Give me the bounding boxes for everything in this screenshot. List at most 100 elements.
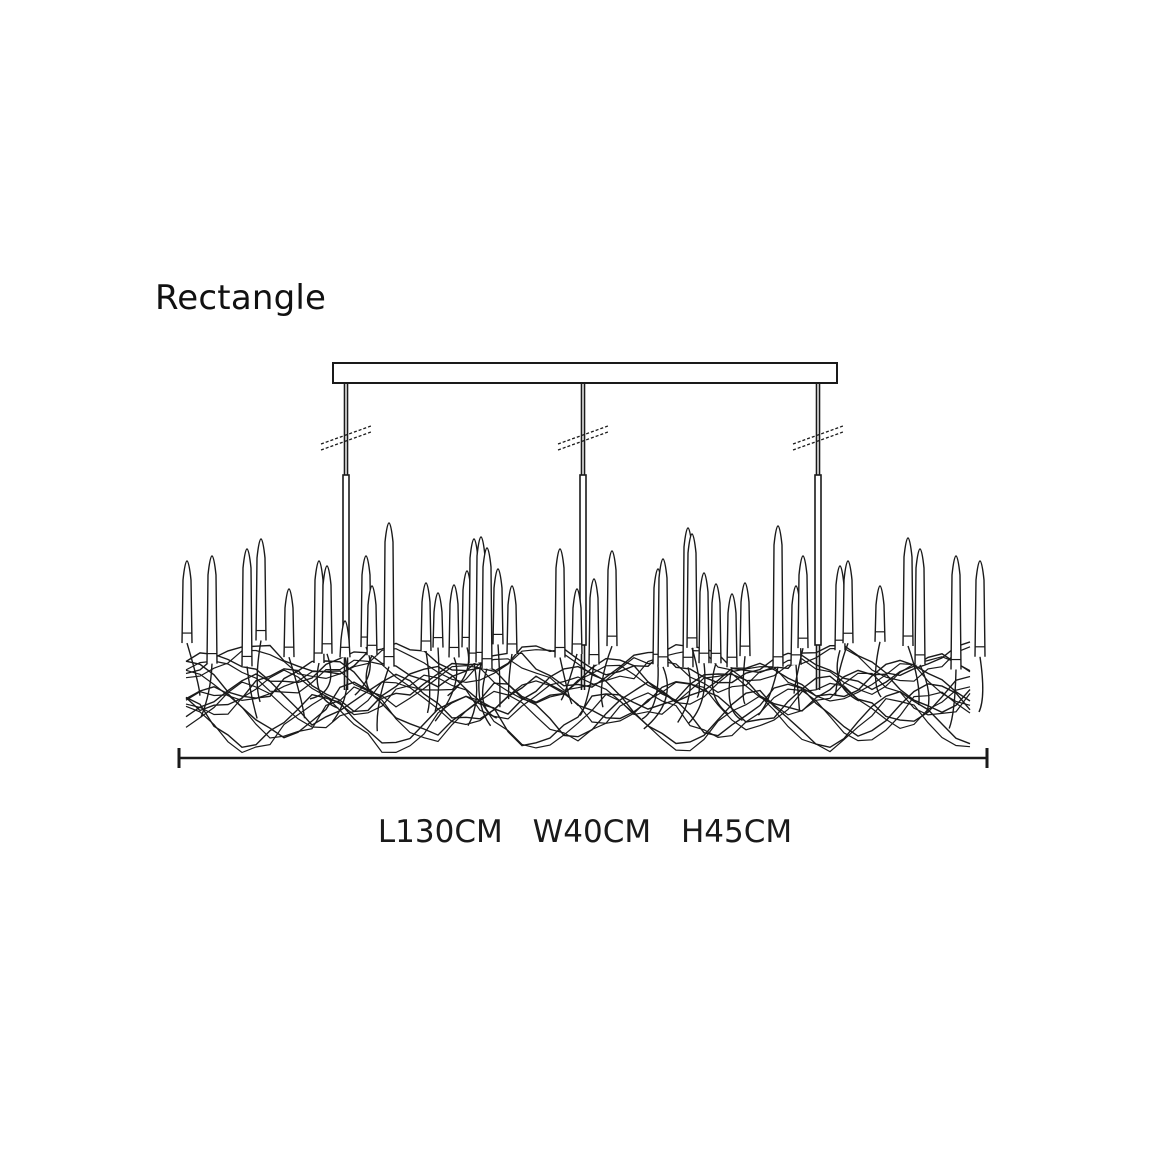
candle-arm xyxy=(339,620,351,658)
candle-arm xyxy=(448,584,460,658)
break-mark xyxy=(320,425,372,445)
arm-curve xyxy=(316,662,339,709)
candle-arm xyxy=(206,555,218,664)
candle-arm xyxy=(571,588,583,654)
candle-arm xyxy=(874,585,886,642)
break-mark xyxy=(320,431,372,451)
candle-arm xyxy=(797,555,809,649)
arm-curve xyxy=(793,648,804,694)
arm-curve xyxy=(425,650,431,714)
candle-arm xyxy=(974,560,986,657)
arm-curve xyxy=(309,653,332,700)
tangled-strand xyxy=(185,681,971,739)
tangled-strand xyxy=(185,680,971,731)
tangled-strand xyxy=(185,665,971,715)
arm-curve xyxy=(186,642,201,696)
arm-curve xyxy=(948,669,957,729)
candle-arm xyxy=(950,555,962,670)
tangled-strand xyxy=(185,693,971,754)
candle-arm xyxy=(902,537,914,647)
tangled-strand xyxy=(185,651,971,691)
rod-sleeve xyxy=(814,474,822,646)
candle-arm xyxy=(726,593,738,668)
arm-curve xyxy=(559,657,573,705)
arm-curve xyxy=(246,666,258,719)
candle-arm xyxy=(657,558,669,667)
tangled-strand xyxy=(185,689,971,749)
arm-curve xyxy=(288,656,306,719)
arm-curve xyxy=(907,645,920,706)
arm-curve xyxy=(919,664,930,715)
tangled-strand xyxy=(185,663,971,708)
candle-arm xyxy=(255,538,267,641)
arm-curve xyxy=(497,644,501,708)
candle-arm xyxy=(432,592,444,648)
break-mark xyxy=(557,431,609,451)
candle-arm xyxy=(772,525,784,667)
length-dimension-line xyxy=(177,748,989,768)
rod-sleeve xyxy=(342,474,350,646)
arm-curve xyxy=(365,655,381,702)
candle-arm xyxy=(283,588,295,658)
arm-curve xyxy=(978,656,984,713)
arm-curve xyxy=(643,666,668,730)
arm-curve xyxy=(834,642,849,695)
width-dimension: W40CM xyxy=(532,814,652,850)
candle-arm xyxy=(588,578,600,665)
candle-arm xyxy=(321,565,333,654)
arm-curve xyxy=(478,662,492,727)
arm-curve xyxy=(447,647,470,697)
arm-curve xyxy=(757,666,779,716)
tangled-strand xyxy=(185,669,971,720)
candle-arm xyxy=(554,548,566,658)
arm-curve xyxy=(376,666,390,732)
rod-break-marks xyxy=(320,425,844,451)
arm-curve xyxy=(481,668,498,719)
arm-curve xyxy=(434,657,458,722)
arm-curve xyxy=(200,663,213,718)
arm-curve xyxy=(641,664,659,720)
candle-arm xyxy=(181,560,193,644)
candle-arm xyxy=(366,585,378,656)
length-dimension: L130CM xyxy=(377,814,503,850)
arm-curve xyxy=(467,662,478,727)
arm-curve xyxy=(434,647,440,712)
candle-arm xyxy=(739,582,751,657)
rod-sleeve xyxy=(579,474,587,646)
suspension-rods xyxy=(342,383,822,690)
candle-arm xyxy=(842,560,854,644)
tangled-strand xyxy=(185,673,971,726)
arm-curve xyxy=(742,656,746,705)
candle-arm xyxy=(686,533,698,648)
dimensions-caption: L130CM W40CM H45CM xyxy=(0,810,1170,854)
candle-arm xyxy=(481,547,493,669)
candle-arm xyxy=(492,568,504,645)
break-mark xyxy=(792,431,844,451)
candle-arm xyxy=(606,550,618,647)
break-mark xyxy=(792,425,844,445)
arm-curve xyxy=(836,649,860,702)
arm-curve xyxy=(728,667,743,721)
arm-curve xyxy=(711,663,729,715)
arm-curve xyxy=(677,667,691,723)
arm-curve xyxy=(331,657,348,723)
arm-curve xyxy=(560,653,578,701)
arm-curve xyxy=(600,645,613,708)
candle-arm xyxy=(383,522,395,667)
light-arms xyxy=(181,522,986,754)
candle-arm xyxy=(506,585,518,654)
arm-curve xyxy=(691,647,701,698)
candle-arm xyxy=(710,583,722,664)
height-dimension: H45CM xyxy=(680,814,793,850)
arm-curve xyxy=(874,641,882,698)
break-mark xyxy=(557,425,609,445)
arm-curve xyxy=(256,640,262,703)
ceiling-canopy xyxy=(332,362,838,384)
shape-title: Rectangle xyxy=(155,278,327,318)
candle-arm xyxy=(241,548,253,667)
arm-curve xyxy=(687,663,706,725)
arm-curve xyxy=(795,664,801,712)
arm-curve xyxy=(507,653,513,700)
arm-curve xyxy=(579,664,595,716)
